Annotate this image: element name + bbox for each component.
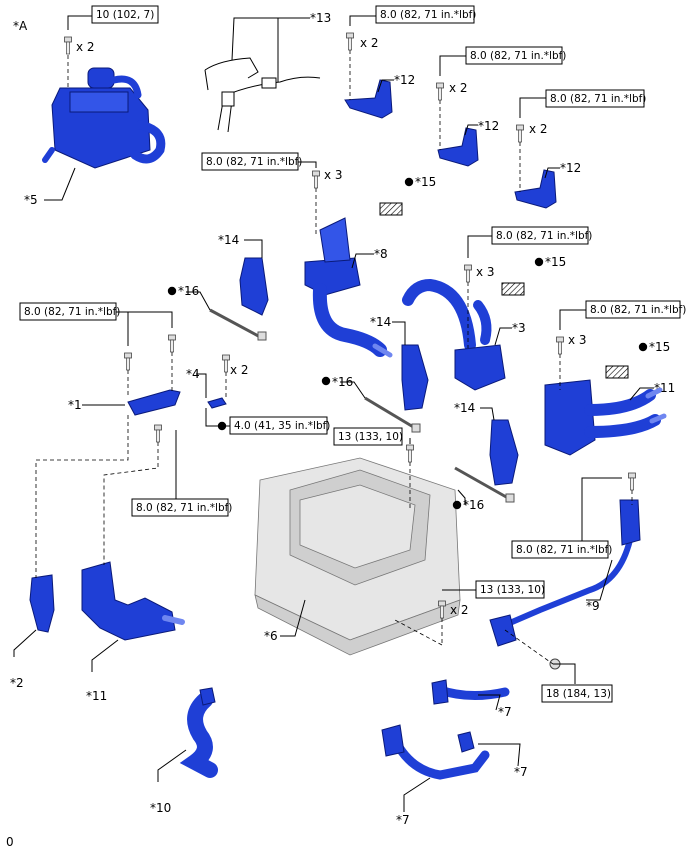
callout-5: *5 [24, 193, 38, 207]
sensor-2 [29, 574, 55, 633]
torque-inverter-bottom: 13 (133, 10) [480, 584, 545, 596]
cover-14c [489, 419, 519, 486]
torque-inverter-top: 13 (133, 10) [338, 431, 403, 443]
qty-bracket-3: x 2 [529, 122, 548, 136]
callout-12a: *12 [394, 73, 415, 87]
view-label: *A [13, 19, 28, 33]
callout-11-right: *11 [654, 381, 675, 395]
leader-lines [13, 15, 654, 812]
cover-14a [239, 257, 269, 316]
qty-bracket-2: x 2 [449, 81, 468, 95]
bracket-3 [514, 169, 557, 209]
callout-7a: *7 [498, 705, 512, 719]
seal-patch-15b [501, 282, 525, 296]
torque-bracket-3: 8.0 (82, 71 in.*lbf) [550, 93, 646, 105]
qty-hose-11: x 3 [568, 333, 587, 347]
hose-7a [431, 679, 510, 705]
torque-pump-8: 8.0 (82, 71 in.*lbf) [206, 156, 302, 168]
qty-reservoir: x 2 [76, 40, 95, 54]
torque-reservoir: 10 (102, 7) [96, 9, 154, 21]
callout-16a: *16 [178, 284, 199, 298]
hose-assembly-11-left [81, 561, 185, 641]
hose-10 [179, 687, 218, 778]
seal-patch-15a [379, 202, 403, 216]
callout-10: *10 [150, 801, 171, 815]
callout-16c: *16 [463, 498, 484, 512]
torque-pump-3: 8.0 (82, 71 in.*lbf) [496, 230, 592, 242]
dashed-guides [35, 50, 633, 665]
qty-bracket-1: x 2 [360, 36, 379, 50]
callout-13: *13 [310, 11, 331, 25]
callout-15c: *15 [649, 340, 670, 354]
callout-11-left: *11 [86, 689, 107, 703]
torque-nut: 18 (184, 13) [546, 688, 611, 700]
clamp-16b [364, 396, 421, 433]
cover-14b [401, 344, 429, 411]
callout-6: *6 [264, 629, 278, 643]
qty-pump-8: x 3 [324, 168, 343, 182]
hose-assembly-11-right [544, 379, 667, 456]
wire-harness [204, 57, 321, 133]
callout-15b: *15 [545, 255, 566, 269]
clamp-16a [209, 308, 267, 341]
callout-8: *8 [374, 247, 388, 261]
inverter-assembly [254, 457, 461, 656]
torque-hose-11: 8.0 (82, 71 in.*lbf) [590, 304, 686, 316]
bracket-1-left [127, 389, 181, 416]
qty-inverter: x 2 [450, 603, 469, 617]
bracket-1 [344, 79, 393, 119]
hose-7c [457, 731, 475, 753]
callout-14c: *14 [454, 401, 475, 415]
callout-14a: *14 [218, 233, 239, 247]
clip-4 [207, 397, 227, 409]
callout-7b: *7 [514, 765, 528, 779]
figure-code: 0 [6, 835, 14, 849]
torque-bracket-left: 8.0 (82, 71 in.*lbf) [24, 306, 120, 318]
pipe-9 [489, 499, 641, 670]
callout-4: *4 [186, 367, 200, 381]
callout-7c: *7 [396, 813, 410, 827]
qty-clip-4: x 2 [230, 363, 249, 377]
water-pump-8 [304, 217, 393, 358]
clamp-16c [454, 466, 515, 503]
callout-12b: *12 [478, 119, 499, 133]
torque-clip-4: 4.0 (41, 35 in.*lbf) [234, 420, 330, 432]
callout-12c: *12 [560, 161, 581, 175]
torque-bracket-1: 8.0 (82, 71 in.*lbf) [380, 9, 476, 21]
water-pump-3 [402, 278, 506, 391]
qty-pump-3: x 3 [476, 265, 495, 279]
reservoir-tank [42, 67, 166, 169]
torque-lower-left: 8.0 (82, 71 in.*lbf) [136, 502, 232, 514]
callout-1: *1 [68, 398, 82, 412]
part-callouts: *A *5 *13 *12 *12 *12 *15 *15 *15 *8 *14… [6, 11, 675, 849]
callout-9: *9 [586, 599, 600, 613]
bracket-2 [437, 127, 479, 167]
seal-patch-15c [605, 365, 629, 379]
callout-16b: *16 [332, 375, 353, 389]
callout-14b: *14 [370, 315, 391, 329]
torque-pipe-9: 8.0 (82, 71 in.*lbf) [516, 544, 612, 556]
torque-boxes: 10 (102, 7) 8.0 (82, 71 in.*lbf) 8.0 (82… [19, 5, 686, 703]
callout-15a: *15 [415, 175, 436, 189]
callout-2: *2 [10, 676, 24, 690]
callout-3: *3 [512, 321, 526, 335]
quantity-labels: x 2 x 2 x 2 x 2 x 3 x 3 x 3 x 2 x 2 [76, 36, 587, 617]
torque-bracket-2: 8.0 (82, 71 in.*lbf) [470, 50, 566, 62]
hose-7b [381, 724, 490, 780]
